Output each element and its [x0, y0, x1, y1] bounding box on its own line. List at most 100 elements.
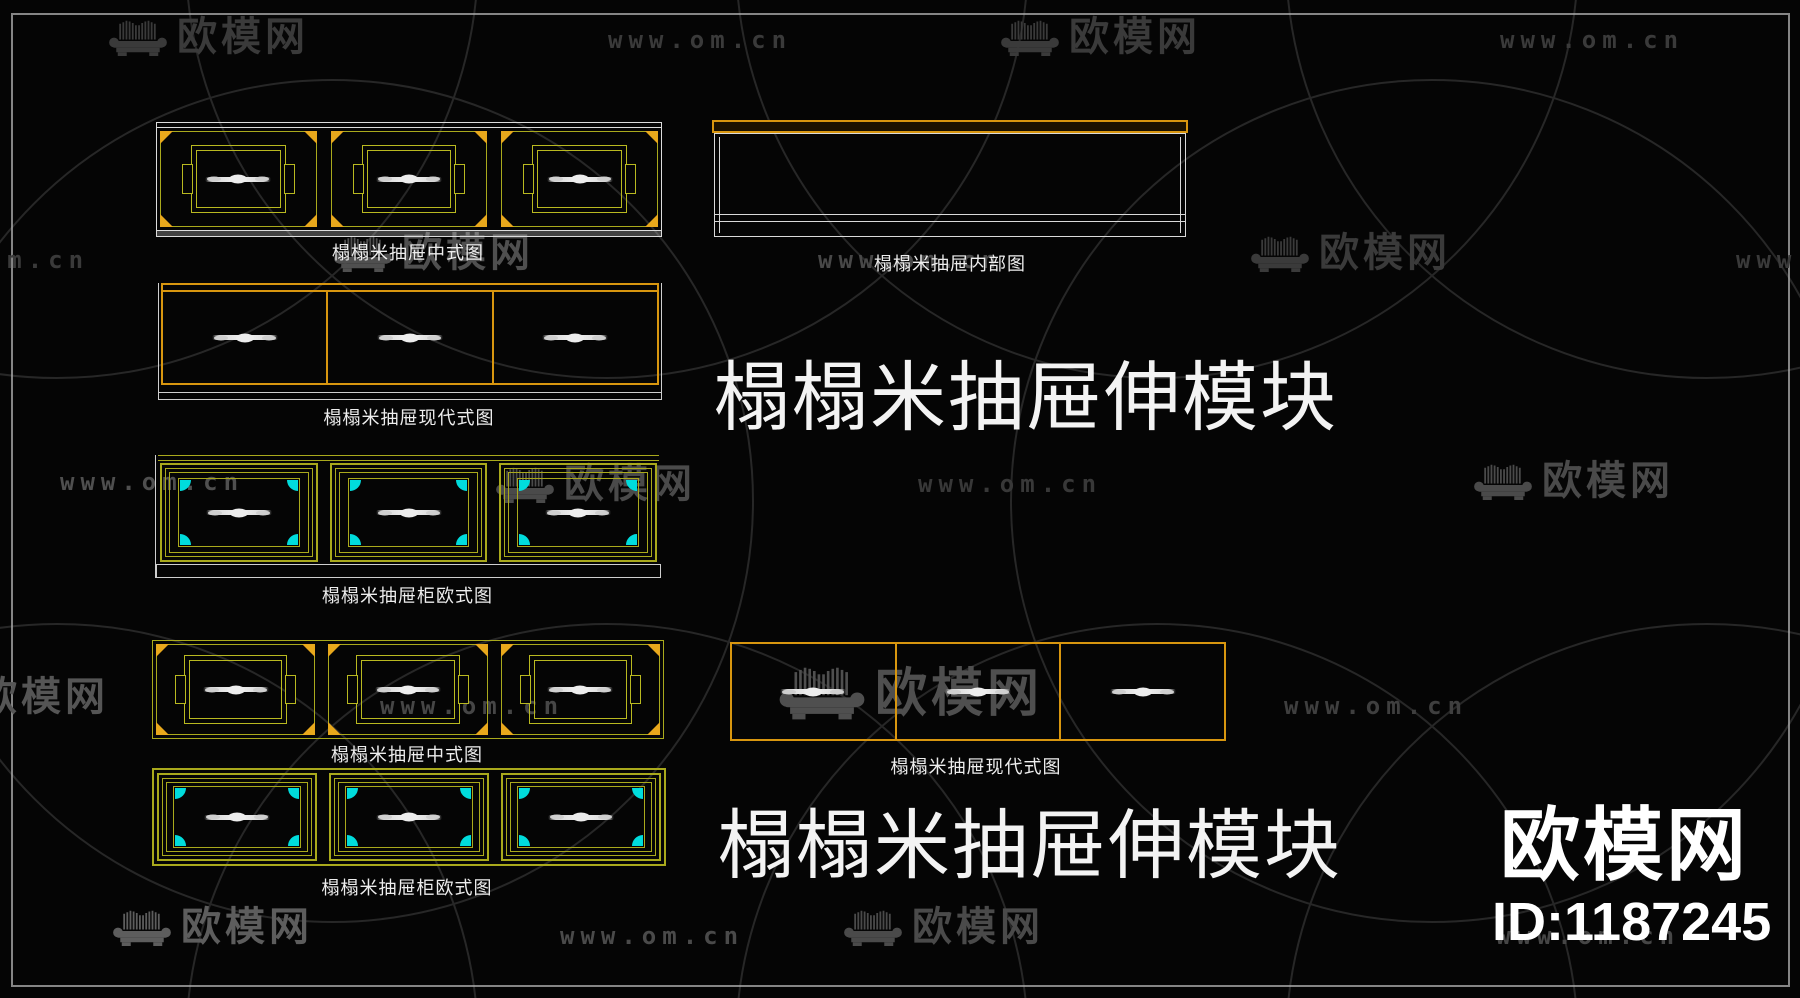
corner-ornament [156, 644, 169, 657]
model-id: ID:1187245 [1492, 892, 1772, 952]
corner-ornament [474, 644, 488, 657]
corner-quadrant [288, 788, 299, 799]
drawer-handle [545, 510, 612, 515]
panel-step [175, 674, 186, 705]
corner-ornament [501, 214, 515, 227]
drawing-label: 榻榻米抽屉中式图 [332, 243, 484, 263]
panel-frame [347, 478, 470, 547]
drawer-panel [160, 463, 318, 562]
drawer-handle [546, 176, 613, 182]
corner-ornament [646, 722, 660, 735]
panel-step [283, 164, 295, 194]
watermark-brand-text: 欧模网 [875, 665, 1044, 724]
corner-quadrant [632, 835, 643, 846]
watermark-brand: 欧模网 [0, 676, 109, 718]
panel-frame [175, 655, 297, 724]
drawer-panel [156, 644, 316, 735]
corner-quadrant [180, 480, 191, 491]
corner-ornament [160, 214, 173, 227]
watermark-url: www.om.cn [918, 470, 1103, 498]
drawer-handle [548, 814, 614, 820]
corner-ornament [474, 131, 488, 144]
drawing-label: 榻榻米抽屉现代式图 [323, 408, 495, 428]
corner-ornament [474, 722, 488, 735]
watermark-url: www.om.cn [1496, 922, 1681, 950]
drawing-modern-left [158, 283, 662, 400]
drawing-modern-right [730, 642, 1226, 741]
drawer-handle [1109, 689, 1176, 694]
drawing-label: 榻榻米抽屉内部图 [874, 254, 1026, 274]
watermark-brand: 欧模网 [1000, 16, 1201, 58]
cabinet-carcass [714, 133, 1186, 237]
panel-step [519, 674, 531, 705]
cabinet-shelf-line [715, 214, 1185, 222]
panel-step [352, 164, 364, 194]
panel-step [523, 164, 535, 194]
corner-ornament [328, 644, 342, 657]
panel-row [154, 770, 664, 864]
sofa-icon [1250, 234, 1310, 274]
panel-row [153, 641, 663, 738]
corner-quadrant [175, 788, 186, 799]
corner-ornament [646, 644, 660, 657]
drawer-panel [1059, 644, 1224, 739]
drawer-handle [211, 335, 278, 340]
drawer-handle [374, 687, 441, 692]
panel-row [156, 461, 661, 564]
watermark-brand: 欧模网 [108, 16, 309, 58]
drawer-handle [945, 689, 1011, 694]
corner-quadrant [626, 534, 638, 545]
drawer-panel [499, 463, 658, 562]
panel-row [163, 292, 657, 383]
panel-frame [173, 786, 301, 848]
drawer-panel [329, 773, 489, 861]
sofa-icon [843, 908, 903, 948]
watermark-brand: 欧模网 [333, 232, 534, 274]
drawing-internal [712, 120, 1188, 237]
corner-ornament [474, 214, 488, 227]
watermark-brand-text: 欧模网 [177, 15, 309, 59]
watermark-brand: 欧模网 [843, 906, 1044, 948]
corner-quadrant [347, 835, 358, 846]
viewport-border [11, 13, 1790, 987]
drawing-label: 榻榻米抽屉中式图 [331, 745, 483, 765]
panel-frame [523, 145, 637, 213]
watermark-brand-text: 欧模网 [912, 905, 1044, 949]
corner-ornament [156, 722, 169, 735]
drawer-handle [376, 814, 442, 820]
drawing-chinese-top [156, 122, 662, 237]
corner-ornament [303, 214, 317, 227]
corner-ornament [302, 644, 316, 657]
cabinet-top-rail [157, 123, 661, 128]
drawer-handle [542, 335, 609, 340]
drawer-panel [330, 131, 488, 227]
watermark-brand-text: 欧模网 [1542, 459, 1674, 503]
corner-ornament [500, 644, 514, 657]
corner-quadrant [519, 480, 531, 491]
drawer-panel [328, 644, 488, 735]
cabinet-plinth [156, 564, 661, 578]
watermark-circle [1010, 79, 1800, 923]
drawer-handle [376, 335, 443, 340]
watermark-brand-text: 欧模网 [0, 675, 109, 719]
panel-frame [517, 786, 645, 848]
cabinet-base-rail [157, 230, 661, 236]
panel-frame [347, 655, 469, 724]
drawer-panel [501, 131, 659, 227]
panel-step [625, 164, 637, 194]
module-title: 榻榻米抽屉伸模块 [714, 353, 1338, 442]
watermark-url: www.om.cn [818, 246, 1003, 274]
watermark-url: www.om.cn [0, 246, 90, 274]
drawer-panel [501, 773, 661, 861]
drawer-panel [329, 463, 488, 562]
cabinet-plinth [159, 385, 661, 400]
panel-row [157, 128, 661, 230]
watermark-url: www.om.cn [1284, 692, 1469, 720]
drawer-handle [780, 689, 847, 694]
corner-ornament [500, 722, 514, 735]
corner-quadrant [519, 835, 530, 846]
cabinet-top-rail [158, 455, 659, 461]
corner-quadrant [349, 534, 361, 545]
watermark-brand: 欧模网 [112, 906, 313, 948]
